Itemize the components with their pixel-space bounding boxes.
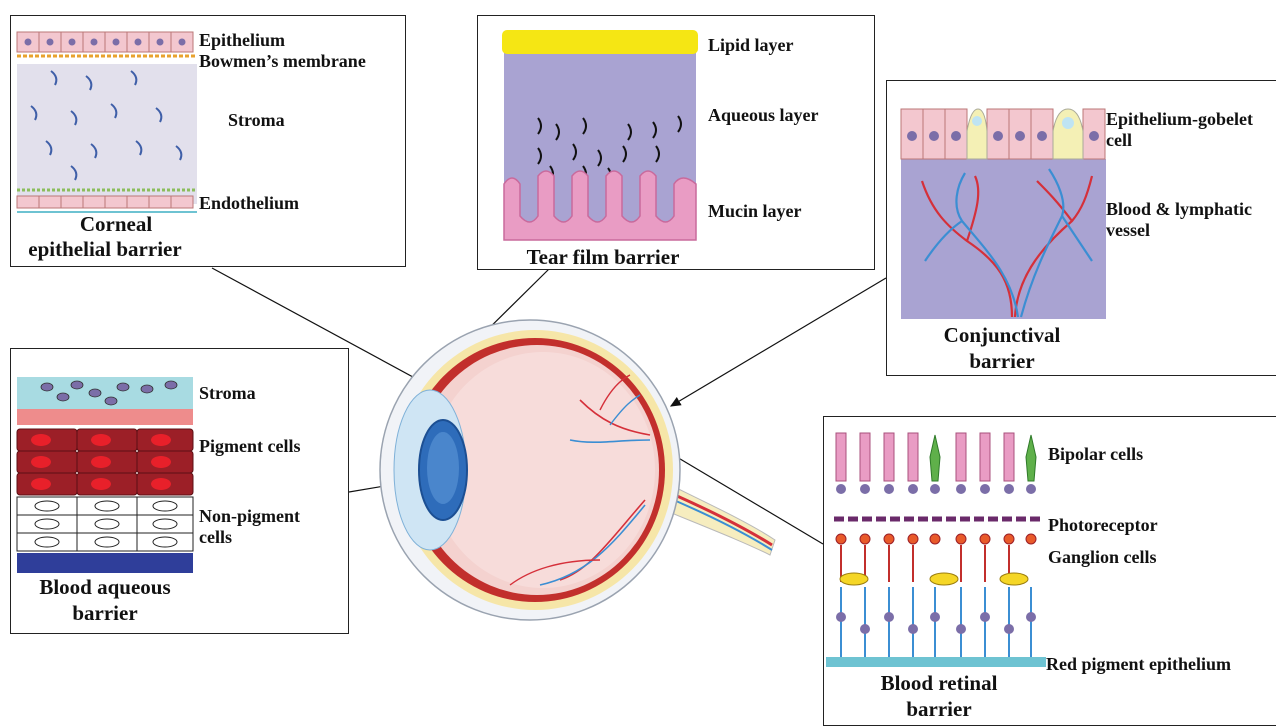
tear-caption: Tear film barrier — [498, 245, 708, 270]
ba-label-nonpigment: Non-pigment — [199, 506, 300, 527]
tear-film-panel: Lipid layer Aqueous layer Mucin layer Te… — [477, 15, 875, 270]
ba-label-nonpigment-cont: cells — [199, 527, 232, 548]
ba-label-pigment: Pigment cells — [199, 436, 300, 457]
br-label-bipolar: Bipolar cells — [1048, 444, 1143, 465]
tear-film-illustration — [478, 16, 876, 271]
conj-label-vessel-cont: vessel — [1106, 220, 1150, 241]
tear-label-lipid: Lipid layer — [708, 35, 794, 56]
tear-label-aqueous: Aqueous layer — [708, 105, 819, 126]
corneal-panel: Epithelium Bowmen’s membrane Stroma Endo… — [10, 15, 406, 267]
br-caption-line2: barrier — [844, 697, 1034, 722]
conjunctival-panel: Epithelium-gobelet cell Blood & lymphati… — [886, 80, 1276, 376]
conj-label-epithelium: Epithelium-gobelet — [1106, 109, 1253, 130]
conj-label-vessel: Blood & lymphatic — [1106, 199, 1252, 220]
blood-aqueous-panel: Stroma Pigment cells Non-pigment cells B… — [10, 348, 349, 634]
blood-retinal-panel: Bipolar cells Photoreceptor Ganglion cel… — [823, 416, 1276, 726]
eye-illustration — [380, 320, 775, 620]
ba-caption-line1: Blood aqueous — [11, 575, 199, 600]
arrow-conjunctival — [671, 278, 886, 406]
corneal-caption-line1: Corneal — [41, 212, 191, 237]
tear-label-mucin: Mucin layer — [708, 201, 801, 222]
corneal-label-stroma: Stroma — [228, 110, 285, 131]
conj-label-epithelium-cont: cell — [1106, 130, 1132, 151]
br-label-ganglion: Ganglion cells — [1048, 547, 1157, 568]
conj-caption-line1: Conjunctival — [907, 323, 1097, 348]
ba-label-stroma: Stroma — [199, 383, 256, 404]
corneal-label-endothelium: Endothelium — [199, 193, 299, 214]
ba-caption-line2: barrier — [11, 601, 199, 626]
corneal-label-epithelium: Epithelium — [199, 30, 285, 51]
br-label-rpe: Red pigment epithelium — [1046, 654, 1231, 675]
br-label-photoreceptor: Photoreceptor — [1048, 515, 1158, 536]
corneal-caption-line2: epithelial barrier — [11, 237, 199, 262]
corneal-label-bowmens: Bowmen’s membrane — [199, 51, 366, 72]
conj-caption-line2: barrier — [907, 349, 1097, 374]
br-caption-line1: Blood retinal — [844, 671, 1034, 696]
